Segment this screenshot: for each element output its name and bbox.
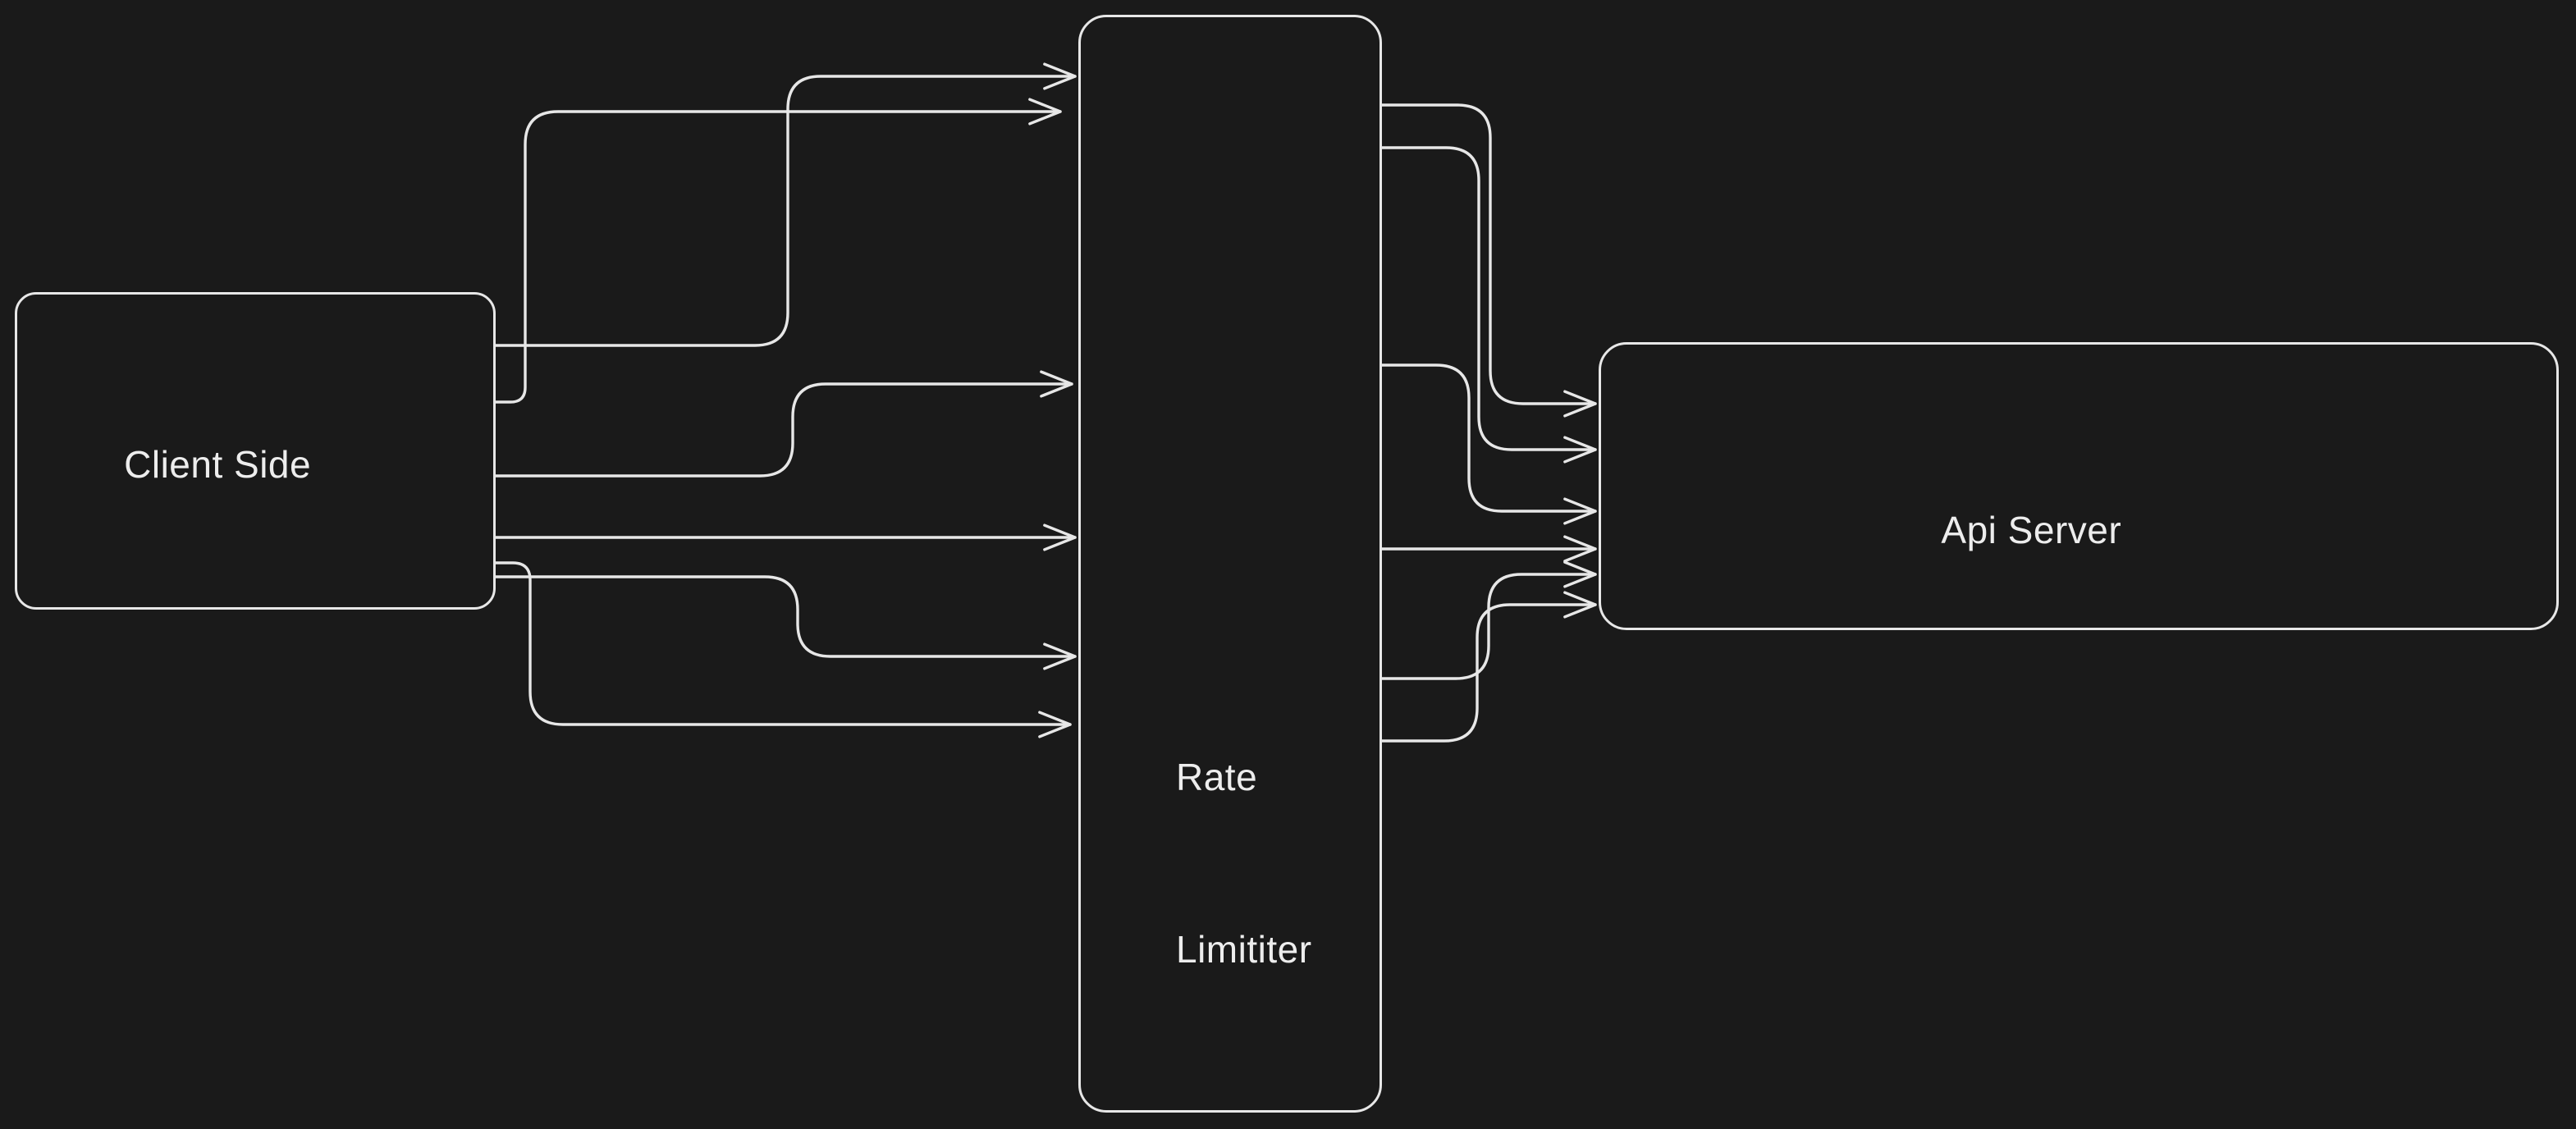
node-rate-limiter[interactable] [1078, 15, 1382, 1113]
edge-client-to-ratelimiter-2-line[interactable] [494, 110, 1062, 404]
edge-ratelimiter-to-apiserver-5[interactable] [1380, 560, 1597, 680]
edge-ratelimiter-to-apiserver-1[interactable] [1380, 103, 1597, 418]
label-client-side: Client Side [80, 400, 311, 528]
edge-client-to-ratelimiter-3-line[interactable] [494, 382, 1073, 478]
edge-client-to-ratelimiter-3[interactable] [494, 370, 1073, 478]
edge-client-to-ratelimiter-2[interactable] [494, 98, 1062, 404]
edge-ratelimiter-to-apiserver-5-arrowhead-icon [1563, 560, 1597, 588]
label-rate-limiter: Rate Limititer [1176, 633, 1312, 1093]
label-api-server-text: Api Server [1941, 509, 2122, 551]
edge-client-to-ratelimiter-4-arrowhead-icon [1043, 523, 1077, 551]
label-client-side-text: Client Side [124, 443, 312, 486]
edge-client-to-ratelimiter-5-line[interactable] [494, 561, 1072, 726]
edge-client-to-ratelimiter-5[interactable] [494, 561, 1072, 738]
edge-ratelimiter-to-apiserver-2[interactable] [1380, 146, 1597, 464]
label-rate-limiter-line2: Limititer [1176, 928, 1312, 971]
edge-ratelimiter-to-apiserver-1-arrowhead-icon [1563, 390, 1597, 418]
edge-ratelimiter-to-apiserver-2-line[interactable] [1380, 146, 1597, 451]
edge-client-to-ratelimiter-6[interactable] [494, 575, 1077, 670]
edge-ratelimiter-to-apiserver-6-line[interactable] [1380, 603, 1597, 743]
edge-client-to-ratelimiter-4[interactable] [494, 523, 1077, 551]
edge-client-to-ratelimiter-6-arrowhead-icon [1043, 642, 1077, 670]
node-api-server[interactable] [1599, 342, 2559, 630]
edge-client-to-ratelimiter-5-arrowhead-icon [1038, 711, 1072, 738]
edge-client-to-ratelimiter-3-arrowhead-icon [1040, 370, 1073, 398]
label-api-server: Api Server [1900, 466, 2121, 594]
edge-ratelimiter-to-apiserver-2-arrowhead-icon [1563, 436, 1597, 464]
node-client-side[interactable] [15, 292, 496, 610]
edge-ratelimiter-to-apiserver-1-line[interactable] [1380, 103, 1597, 405]
edge-ratelimiter-to-apiserver-3-line[interactable] [1380, 363, 1597, 513]
label-rate-limiter-line1: Rate [1176, 756, 1258, 798]
edge-client-to-ratelimiter-1-arrowhead-icon [1043, 62, 1077, 90]
edge-client-to-ratelimiter-1-line[interactable] [494, 75, 1077, 347]
edge-ratelimiter-to-apiserver-6[interactable] [1380, 591, 1597, 743]
edge-ratelimiter-to-apiserver-3[interactable] [1380, 363, 1597, 525]
edge-ratelimiter-to-apiserver-6-arrowhead-icon [1563, 591, 1597, 619]
edge-ratelimiter-to-apiserver-4[interactable] [1380, 535, 1597, 563]
edge-client-to-ratelimiter-1[interactable] [494, 62, 1077, 347]
edge-ratelimiter-to-apiserver-5-line[interactable] [1380, 573, 1597, 680]
edge-client-to-ratelimiter-6-line[interactable] [494, 575, 1077, 658]
edge-ratelimiter-to-apiserver-3-arrowhead-icon [1563, 497, 1597, 525]
edge-client-to-ratelimiter-2-arrowhead-icon [1028, 98, 1062, 126]
edge-ratelimiter-to-apiserver-4-arrowhead-icon [1563, 535, 1597, 563]
